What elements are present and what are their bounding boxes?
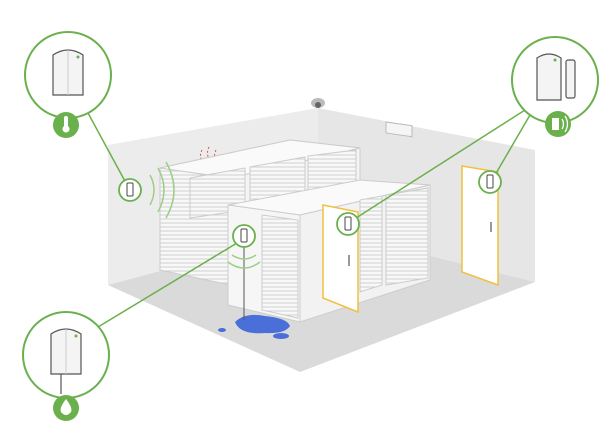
room-door-sensor-marker <box>478 170 502 194</box>
sensor-connections <box>87 109 531 328</box>
temperature-sensor-marker <box>118 178 142 202</box>
water-drop-icon <box>53 395 79 421</box>
door-sensor-callout[interactable] <box>511 36 599 137</box>
temperature-sensor-callout[interactable] <box>24 31 112 138</box>
camera-icon <box>311 98 325 108</box>
server-rack-back <box>159 139 361 286</box>
leak-sensor-marker <box>232 224 256 248</box>
sensor-markers[interactable] <box>118 170 502 248</box>
thermometer-icon <box>53 112 79 138</box>
water-puddle <box>218 245 290 339</box>
room-door[interactable] <box>461 165 499 287</box>
water-leak-sensor-callout[interactable] <box>22 311 110 421</box>
door-open-icon <box>545 111 571 137</box>
air-vent <box>385 121 413 138</box>
wireless-signal-icon <box>149 161 261 269</box>
rack-door-sensor-marker <box>336 212 360 236</box>
